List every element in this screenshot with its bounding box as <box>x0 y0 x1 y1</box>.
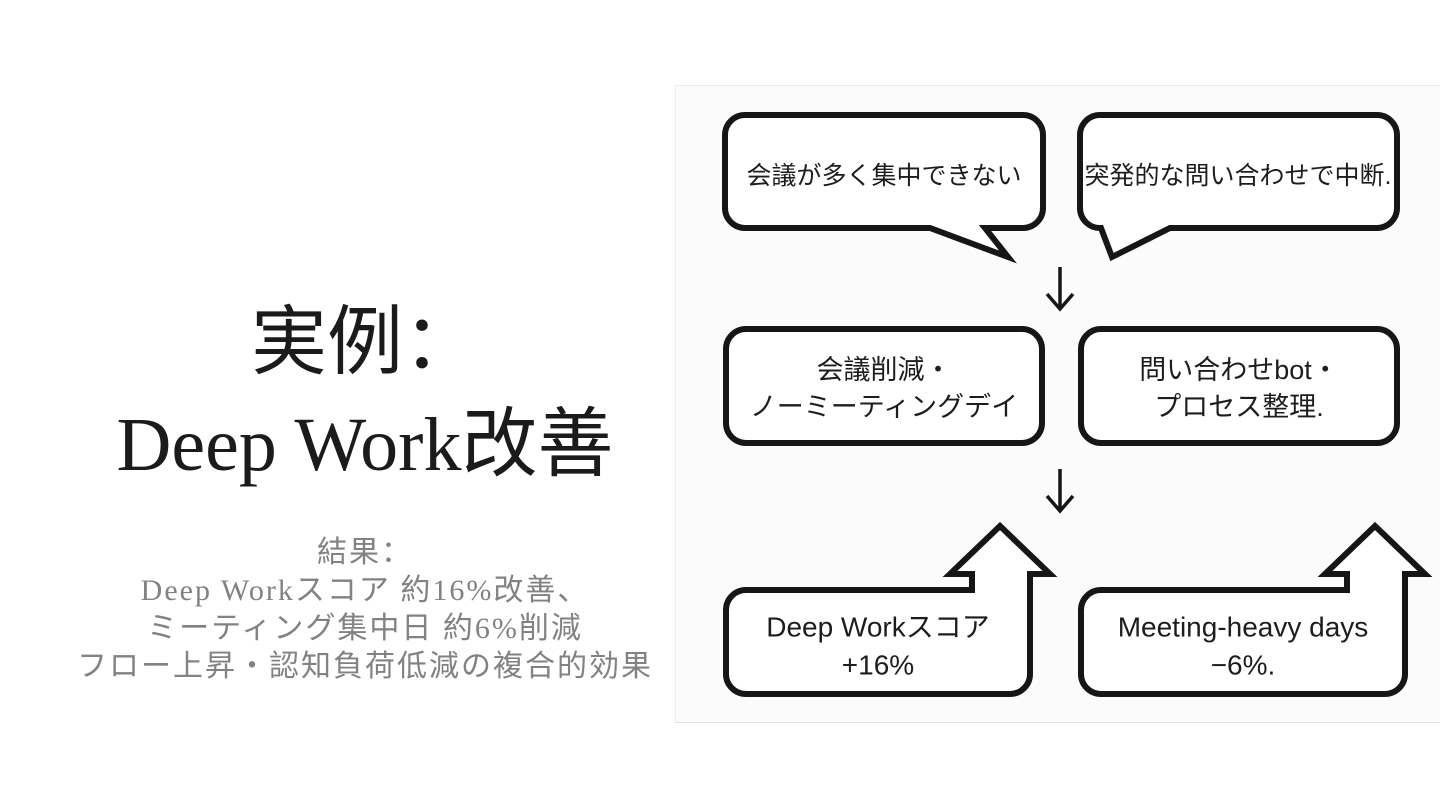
action-box-left-line2: ノーミーティングデイ <box>750 392 1018 422</box>
action-box-right: 問い合わせbot・ プロセス整理. <box>1078 326 1400 446</box>
action-box-right-line2: プロセス整理. <box>1154 392 1324 422</box>
problem-bubble-left: 会議が多く集中できない <box>722 112 1046 264</box>
box-with-up-arrow-shape <box>723 521 1058 697</box>
down-arrow-icon <box>1045 267 1075 312</box>
action-box-right-line1: 問い合わせbot・ <box>1139 355 1339 385</box>
action-box-left: 会議削減・ ノーミーティングデイ <box>723 326 1045 446</box>
action-box-left-line1: 会議削減・ <box>817 355 952 385</box>
outcome-box-right: Meeting-heavy days −6%. <box>1078 521 1433 697</box>
outcome-box-right-line2: −6%. <box>1211 650 1276 681</box>
problem-bubble-right-text: 突発的な問い合わせで中断. <box>1085 162 1392 190</box>
problem-bubble-right: 突発的な問い合わせで中断. <box>1076 112 1400 262</box>
subtitle-line-3: ミーティング集中日 約6%削減 <box>147 612 583 645</box>
subtitle-line-1: 結果： <box>317 536 413 569</box>
speech-bubble-shape <box>722 112 1046 264</box>
subtitle-line-4: フロー上昇・認知負荷低減の複合的効果 <box>77 650 653 683</box>
title-line-2: Deep Work改善 <box>116 403 614 487</box>
outcome-box-left-line2: +16% <box>842 650 914 681</box>
down-arrow-icon <box>1045 469 1075 514</box>
subtitle-line-2: Deep Workスコア 約16%改善、 <box>140 574 590 607</box>
outcome-box-left-line1: Deep Workスコア <box>766 612 990 643</box>
speech-bubble-shape <box>1076 112 1400 262</box>
rounded-box-shape <box>1078 326 1400 446</box>
slide-subtitle: 結果： Deep Workスコア 約16%改善、 ミーティング集中日 約6%削減… <box>30 534 700 686</box>
outcome-box-left: Deep Workスコア +16% <box>723 521 1058 697</box>
rounded-box-shape <box>723 326 1045 446</box>
problem-bubble-left-text: 会議が多く集中できない <box>746 162 1021 190</box>
box-with-up-arrow-shape <box>1078 521 1433 697</box>
deep-work-flow-diagram: 会議が多く集中できない 突発的な問い合わせで中断. 会議削減・ ノーミーティング… <box>722 112 1433 697</box>
slide-title: 実例： Deep Work改善 <box>35 292 695 496</box>
outcome-box-right-line1: Meeting-heavy days <box>1118 612 1369 643</box>
title-line-1: 実例： <box>251 301 479 385</box>
